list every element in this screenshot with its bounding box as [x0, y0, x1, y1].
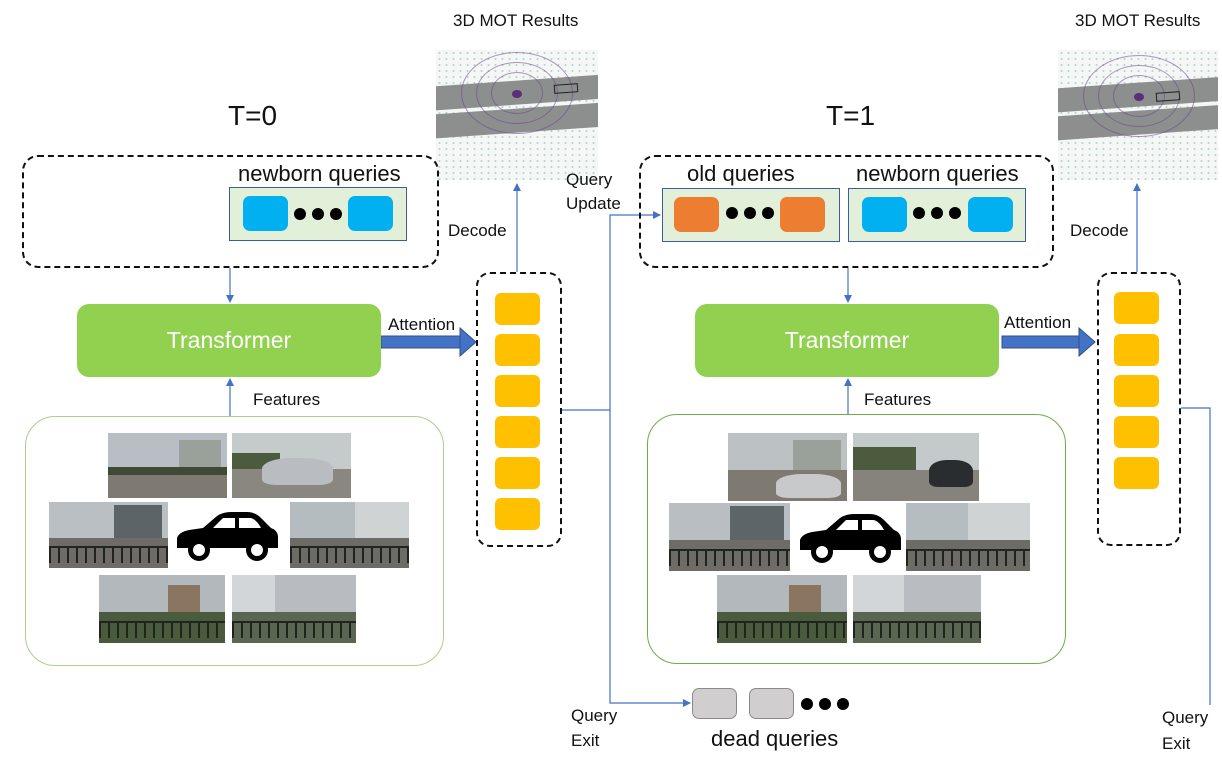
- ellipsis-dot: [837, 698, 849, 710]
- newborn-query: [862, 197, 907, 232]
- camera-image-left: [669, 503, 790, 571]
- ellipsis-dot: [726, 207, 738, 219]
- camera-image-front-left: [728, 433, 847, 501]
- car-icon: [173, 508, 281, 564]
- ellipsis-dot: [913, 207, 925, 219]
- decoded-query: [1114, 334, 1159, 366]
- camera-image-front: [232, 433, 351, 498]
- newborn-query: [968, 197, 1013, 232]
- camera-image-right: [906, 503, 1030, 571]
- decoded-query-group-right: [1097, 272, 1181, 546]
- results-title-right: 3D MOT Results: [1075, 11, 1201, 30]
- features-label-left: Features: [253, 390, 321, 409]
- time-label-t0: T=0: [228, 100, 278, 131]
- ellipsis-dot: [949, 207, 961, 219]
- camera-image-front-left: [108, 433, 227, 498]
- car-icon: [796, 510, 904, 566]
- query-update-label-line2: Update: [566, 194, 621, 213]
- decoded-query: [495, 498, 540, 530]
- ellipsis-dot: [294, 208, 306, 220]
- features-label-right: Features: [864, 390, 932, 409]
- transformer-block-right: Transformer: [695, 304, 999, 377]
- decoded-query: [495, 416, 540, 448]
- ellipsis-dot: [819, 698, 831, 710]
- query-exit-label-left-line2: Exit: [571, 731, 600, 750]
- ellipsis-dot: [762, 207, 774, 219]
- old-queries-label: old queries: [687, 161, 795, 186]
- dead-query: [749, 688, 794, 719]
- camera-image-back: [853, 575, 981, 643]
- decoded-query: [495, 375, 540, 407]
- attention-label-right: Attention: [1004, 313, 1072, 332]
- camera-image-right: [290, 502, 409, 568]
- dead-query: [692, 688, 737, 719]
- ellipsis-dot: [931, 207, 943, 219]
- ellipsis-dot: [312, 208, 324, 220]
- decoded-query: [1114, 457, 1159, 489]
- newborn-queries-label-left: newborn queries: [238, 161, 401, 186]
- transformer-block-left: Transformer: [77, 304, 381, 377]
- decoded-query: [1114, 292, 1159, 324]
- newborn-query: [348, 196, 393, 231]
- line-query-exit-right: [1181, 407, 1211, 705]
- query-group-left: [22, 155, 439, 268]
- camera-image-left: [49, 502, 168, 568]
- old-query: [780, 197, 825, 232]
- query-exit-label-left-line1: Query: [571, 706, 618, 725]
- lidar-results-right: [1058, 50, 1218, 180]
- results-title-left: 3D MOT Results: [453, 11, 579, 30]
- decoded-query: [495, 457, 540, 489]
- decoded-query: [1114, 375, 1159, 407]
- decode-label-left: Decode: [448, 221, 507, 240]
- dead-queries-label: dead queries: [711, 726, 839, 751]
- newborn-queries-label-right: newborn queries: [856, 161, 1019, 186]
- camera-image-front: [853, 433, 979, 501]
- time-label-t1: T=1: [826, 100, 876, 131]
- camera-image-back-left: [99, 575, 225, 643]
- old-query: [674, 197, 719, 232]
- ellipsis-dot: [744, 207, 756, 219]
- query-exit-label-right-line2: Exit: [1162, 734, 1191, 753]
- query-exit-label-right-line1: Query: [1162, 708, 1209, 727]
- query-group-right: [639, 155, 1054, 268]
- ellipsis-dot: [330, 208, 342, 220]
- newborn-query: [243, 196, 288, 231]
- ellipsis-dot: [801, 698, 813, 710]
- decoded-query: [495, 293, 540, 325]
- decoded-query: [1114, 416, 1159, 448]
- query-update-label-line1: Query: [566, 170, 613, 189]
- decoded-query-group-left: [476, 272, 562, 547]
- decode-label-right: Decode: [1070, 221, 1129, 240]
- camera-image-back: [232, 575, 356, 643]
- lidar-results-left: [436, 50, 598, 180]
- camera-image-back-left: [717, 575, 847, 643]
- attention-label-left: Attention: [388, 315, 456, 334]
- decoded-query: [495, 334, 540, 366]
